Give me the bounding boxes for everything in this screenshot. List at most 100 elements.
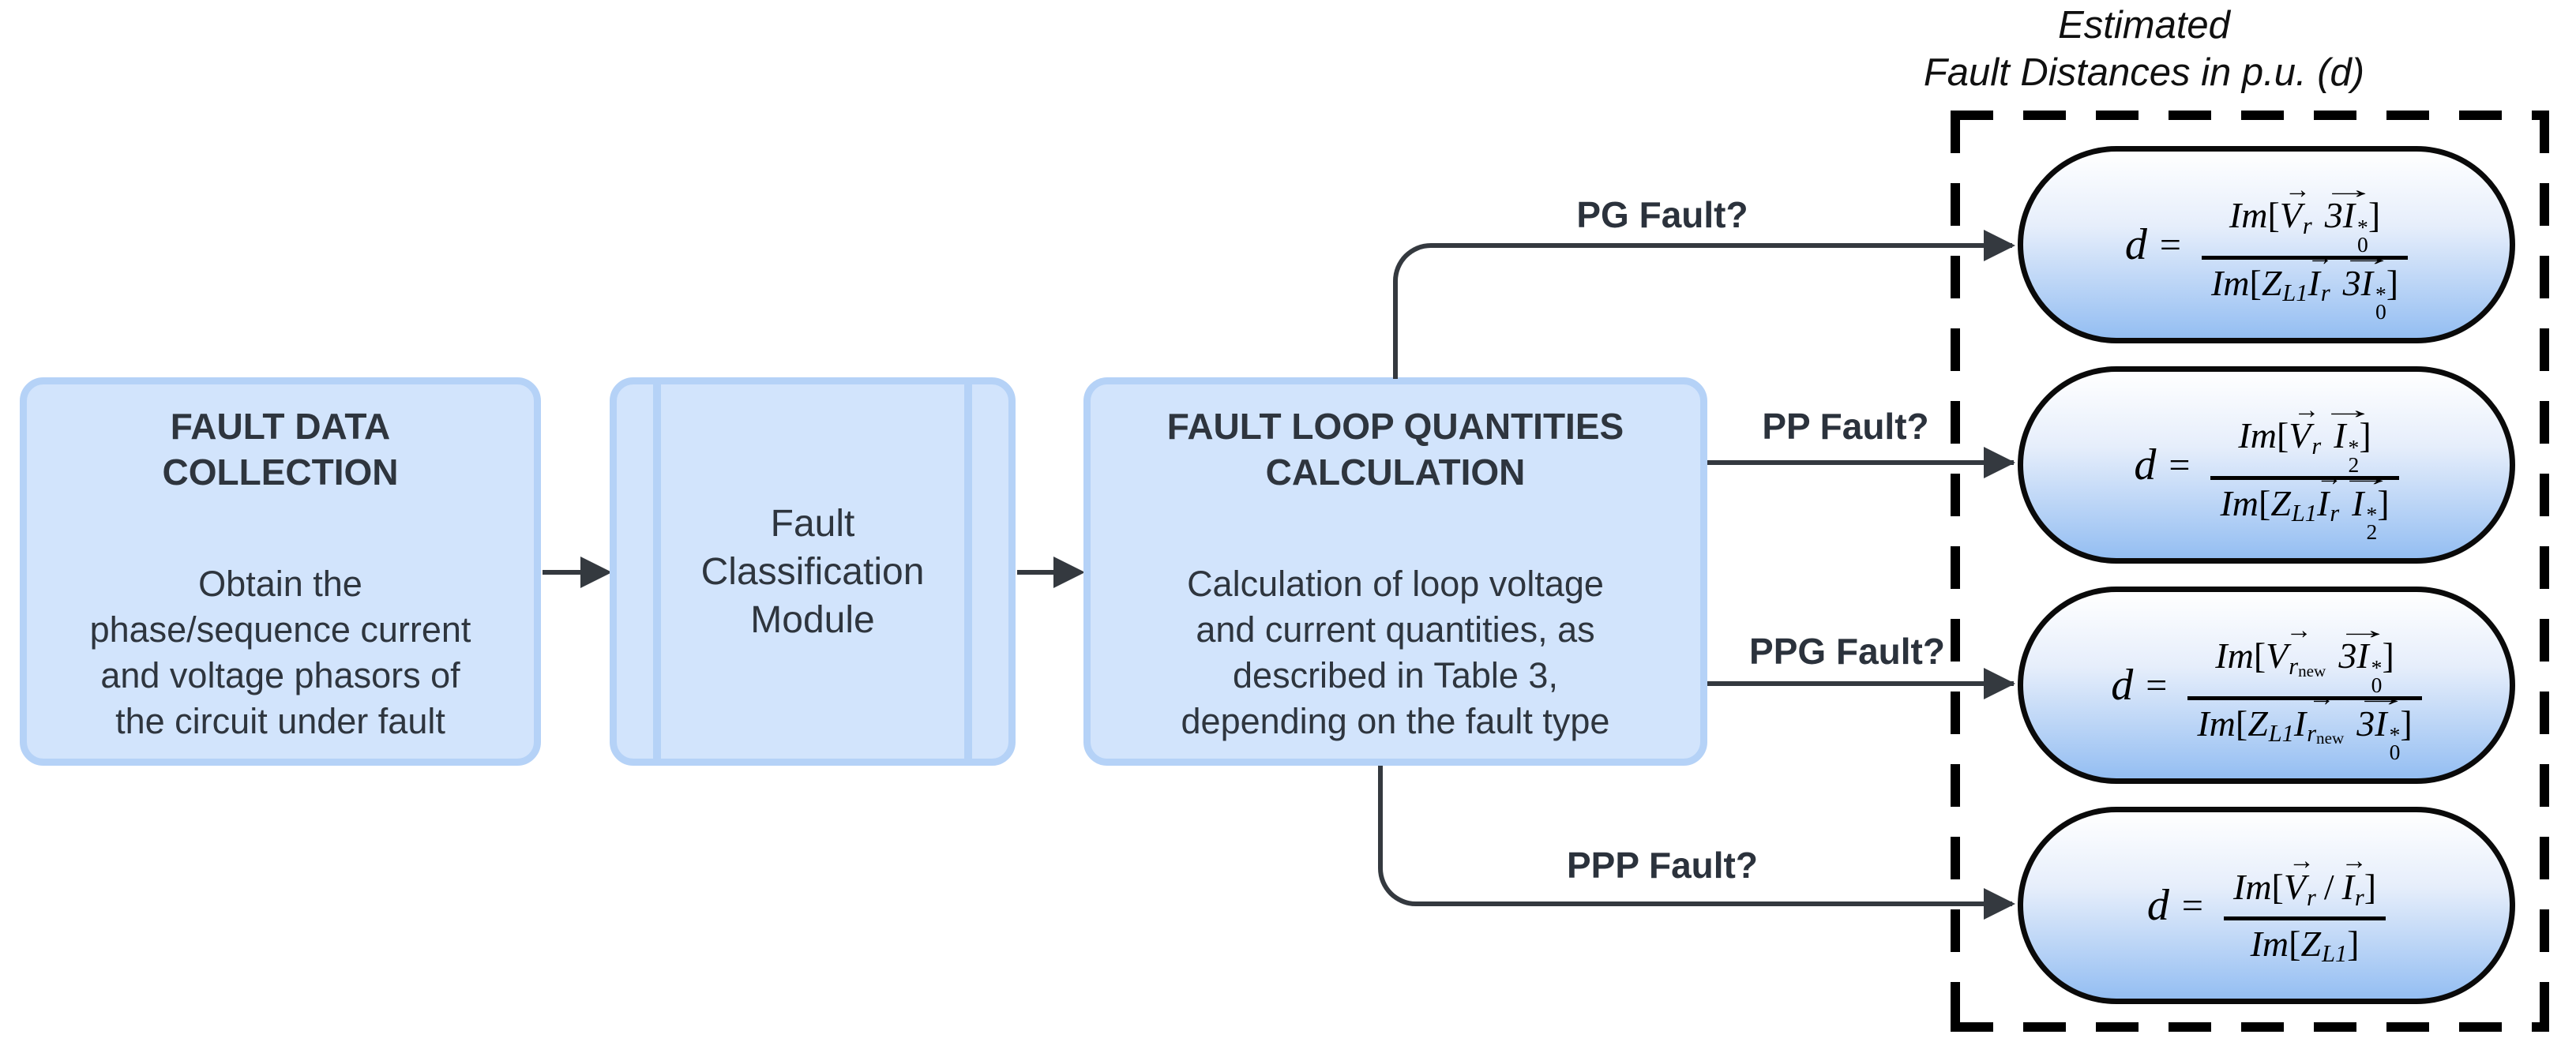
numerator: Im[→Vr→I*2] [2229,395,2380,478]
equals-symbol: = [2181,884,2203,927]
equals-symbol: = [2169,444,2191,486]
fault-data-collection-title: FAULT DATA COLLECTION [33,403,528,495]
open-bracket: [ [2249,262,2262,303]
region-title-line1: Estimated [2058,4,2230,47]
open-bracket: [ [2235,703,2248,744]
vector-3I0-conj: →3I*0 [2320,175,2377,257]
vector-arrow-icon: → [2338,463,2394,493]
vector-arrow-icon: → [2308,683,2335,713]
d-symbol: d [2111,661,2134,710]
body-line: phase/sequence current [89,609,471,650]
dashed-region-border-top [1951,111,2549,120]
divide-symbol: / [2323,866,2334,907]
fault-loop-quantities-box: FAULT LOOP QUANTITIES CALCULATION Calcul… [1083,377,1707,766]
equals-symbol: = [2146,664,2168,707]
close-bracket: ] [2386,262,2399,303]
body-line: depending on the fault type [1181,701,1610,741]
ppp-fault-formula-pill: d = Im[→Vr/→Ir] Im[ZL1] [2018,807,2515,1004]
close-bracket: ] [2368,195,2381,236]
body-line: Calculation of loop voltage [1187,564,1604,604]
close-bracket: ] [2377,482,2390,523]
im-operator: Im [2238,415,2277,456]
vector-Vrnew: →Vrnew [2266,616,2326,680]
fault-classification-module-title: Fault Classification Module [625,500,1001,644]
vector-Vr: →Vr [2289,395,2322,460]
vector-arrow-icon: → [2288,846,2315,876]
title-line: FAULT DATA [170,406,391,447]
fraction-bar [2224,916,2386,920]
fault-loop-quantities-body: Calculation of loop voltage and current … [1097,561,1694,744]
body-line: Obtain the [198,564,362,604]
title-line: COLLECTION [162,452,399,493]
vector-arrow-icon: → [2293,395,2320,425]
vector-Ir: →Ir [2315,463,2343,527]
numerator: Im[→Vrnew→3I*0] [2206,616,2404,695]
region-title: Estimated Fault Distances in p.u. (d) [1789,2,2499,96]
fraction-bar [2210,475,2399,480]
open-bracket: [ [2267,195,2280,236]
vector-Ir: →Ir [2341,846,2368,911]
predefined-process-bar-left [653,384,661,759]
im-operator: Im [2210,262,2250,303]
fraction: Im[→Vr/→Ir] Im[ZL1] [2224,846,2386,968]
impedance-ZL1: ZL1 [2300,923,2348,968]
im-operator: Im [2229,195,2268,236]
body-line: and current quantities, as [1196,609,1595,650]
vector-arrow-icon: → [2341,846,2368,876]
region-title-line2: Fault Distances in p.u. (d) [1923,51,2365,94]
title-line: CALCULATION [1265,452,1526,493]
predefined-process-bar-right [964,384,972,759]
vector-arrow-icon: → [2285,616,2312,646]
numerator: Im[→Vr→3I*0] [2220,175,2390,257]
numerator: Im[→Vr/→Ir] [2224,846,2386,911]
fraction-bar [2201,255,2409,260]
pp-fault-formula-pill: d = Im[→Vr→I*2] Im[ZL1→Ir→I*2] [2018,366,2515,564]
dashed-region-border-left [1951,111,1960,1032]
title-line: Module [750,598,875,641]
vector-3I0-conj: →3I*0 [2338,242,2395,324]
close-bracket: ] [2359,415,2371,456]
d-symbol: d [2146,881,2169,930]
denominator: Im[ZL1] [2241,923,2369,968]
vector-3I0-conj: →3I*0 [2353,683,2409,765]
close-bracket: ] [2347,923,2360,964]
connector-ppp-branch [1378,766,2012,906]
ppp-fault-label: PPP Fault? [1567,845,1758,886]
denominator: Im[ZL1→Irnew→3I*0] [2187,683,2421,765]
body-line: and voltage phasors of [100,655,460,695]
dashed-region-border-bottom [1951,1022,2549,1032]
vector-I2-conj: →I*2 [2319,395,2376,478]
connector-pg-branch [1393,243,2012,379]
im-operator: Im [2197,703,2236,744]
im-operator: Im [2220,482,2259,523]
fault-loop-quantities-title: FAULT LOOP QUANTITIES CALCULATION [1097,403,1694,495]
fault-data-collection-body: Obtain the phase/sequence current and vo… [33,561,528,744]
body-line: described in Table 3, [1233,655,1558,695]
vector-arrow-icon: → [2284,175,2311,205]
close-bracket: ] [2382,635,2394,677]
body-line: the circuit under fault [115,701,445,741]
pg-fault-formula-pill: d = Im[→Vr→3I*0] Im[ZL1→Ir→3I*0] [2018,146,2515,343]
title-line: Fault [770,502,855,545]
ppg-formula: d = Im[→Vrnew→3I*0] Im[ZL1→Irnew→3I*0] [2111,615,2422,765]
vector-arrow-icon: → [2319,395,2376,425]
vector-I2-conj: →I*2 [2338,463,2394,545]
close-bracket: ] [2364,866,2377,907]
vector-Irnew: →Irnew [2293,683,2345,748]
connector-ppg-branch [1707,681,2014,686]
arrowhead-icon [1984,447,2015,478]
ppg-fault-label: PPG Fault? [1749,631,1945,672]
dashed-region-border-right [2540,111,2549,1032]
vector-arrow-icon: → [2334,616,2391,646]
im-operator: Im [2215,635,2254,677]
arrowhead-icon [580,557,612,588]
im-operator: Im [2250,923,2289,964]
vector-Vr: →Vr [2279,175,2312,240]
connector-pp-branch [1707,460,2014,465]
fraction: Im[→Vr→3I*0] Im[ZL1→Ir→3I*0] [2201,174,2409,324]
vector-arrow-icon: → [2338,242,2395,272]
title-line: FAULT LOOP QUANTITIES [1166,406,1624,447]
impedance-ZL1: ZL1 [2247,703,2294,748]
arrowhead-icon [1984,230,2015,261]
